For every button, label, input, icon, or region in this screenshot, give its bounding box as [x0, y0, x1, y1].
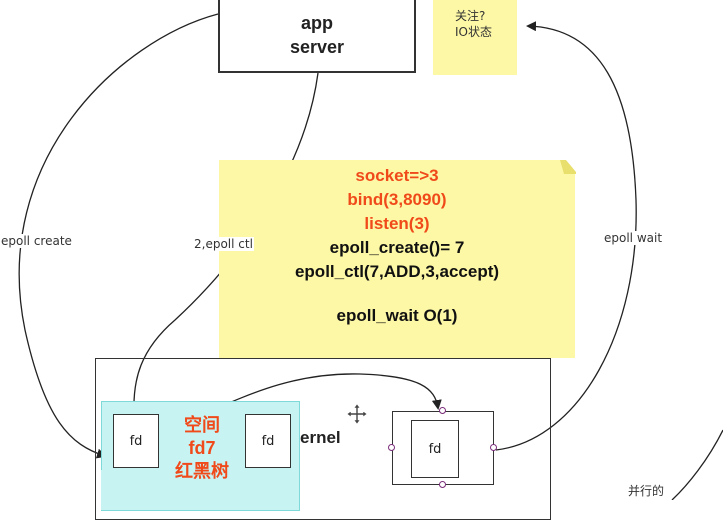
epoll-create-label: epoll create	[0, 234, 73, 248]
epoll-create-connector	[18, 13, 219, 459]
note-epoll-wait: epoll_wait O(1)	[336, 306, 458, 325]
epoll-ctl-connector	[128, 72, 319, 414]
resize-handle-left[interactable]	[388, 444, 395, 451]
note-listen: listen(3)	[364, 214, 430, 233]
move-cursor-icon	[346, 403, 368, 425]
resize-handle-top[interactable]	[439, 407, 446, 414]
fd-box-left[interactable]: fd	[113, 414, 159, 468]
rbtree-line2: fd7	[188, 438, 216, 458]
epoll-wait-label: epoll wait	[603, 231, 664, 245]
partial-connector	[671, 429, 723, 500]
resize-handle-right[interactable]	[490, 444, 497, 451]
io-status-line2: IO状态	[455, 25, 492, 39]
kernel-space-region-tail	[101, 470, 137, 510]
kernel-label: ernel	[300, 428, 341, 447]
rbtree-line1: 空间	[184, 415, 220, 435]
note-socket: socket=>3	[355, 166, 439, 185]
resize-handle-bottom[interactable]	[439, 481, 446, 488]
sticky-fold-icon	[560, 160, 576, 174]
fd-box-right[interactable]: fd	[245, 414, 291, 468]
epoll-ctl-label: 2,epoll ctl	[193, 237, 254, 251]
note-epoll-ctl: epoll_ctl(7,ADD,3,accept)	[294, 262, 500, 281]
app-server-line1: app	[300, 12, 333, 33]
note-epoll-create: epoll_create()= 7	[329, 238, 465, 257]
note-spacer	[219, 284, 575, 304]
app-server-line2: server	[289, 36, 345, 57]
fd-box-selected[interactable]: fd	[411, 420, 459, 478]
parallel-text: 并行的	[628, 484, 665, 498]
fd-label: fd	[428, 441, 442, 457]
rbtree-line3: 红黑树	[175, 461, 229, 481]
fd-label: fd	[129, 433, 143, 449]
epoll-wait-connector	[495, 21, 637, 451]
io-status-line1: 关注?	[455, 9, 486, 23]
io-status-sticky[interactable]: 关注? IO状态	[433, 0, 517, 75]
fd-label: fd	[261, 433, 275, 449]
code-sticky-note[interactable]: socket=>3 bind(3,8090) listen(3) epoll_c…	[219, 160, 575, 358]
app-server-box[interactable]: app server	[218, 0, 416, 73]
note-bind: bind(3,8090)	[347, 190, 447, 209]
red-black-tree-label: 空间 fd7 红黑树	[160, 414, 244, 483]
